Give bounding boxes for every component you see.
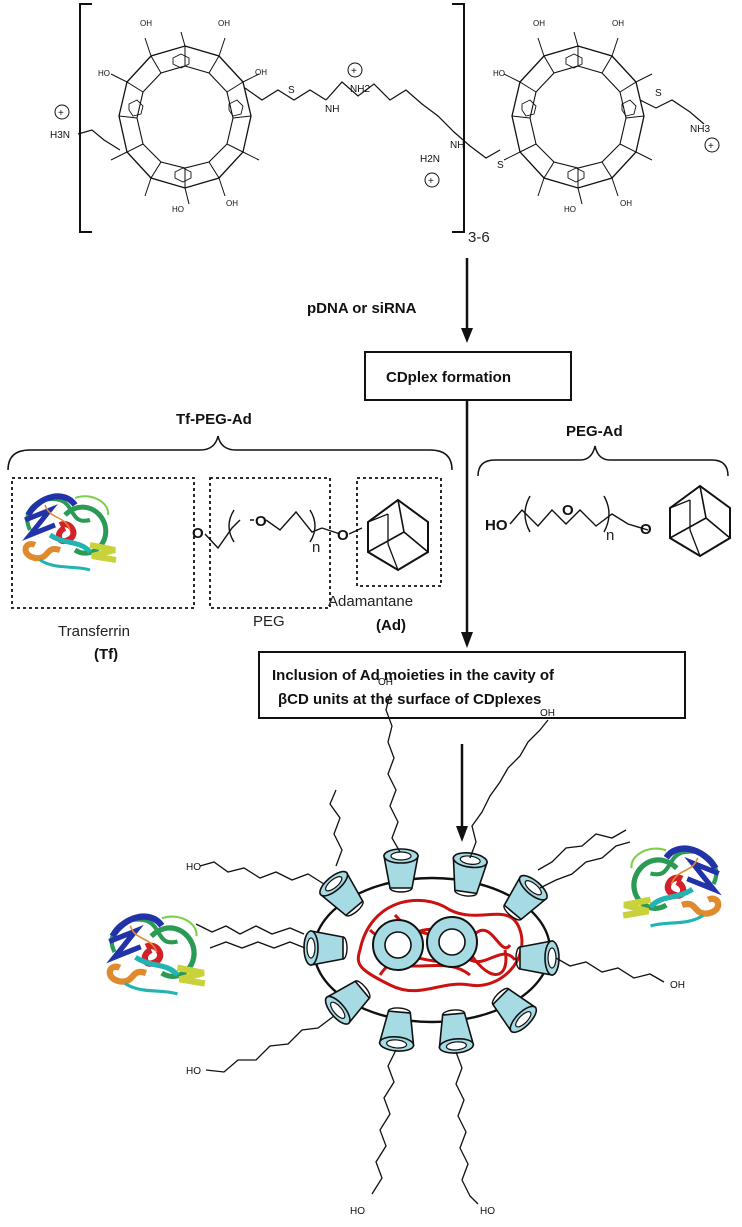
peg-link-right: [537, 829, 627, 871]
transferrin-box: [11, 477, 195, 609]
ho-end-label: HO: [186, 1066, 201, 1077]
transferrin-label: Transferrin: [58, 623, 130, 640]
tf-abbr-text: Tf: [99, 646, 114, 663]
o-atom-tf-1: O: [192, 525, 204, 542]
brace-tf-peg-ad: [7, 435, 453, 471]
cd-cone: [515, 940, 560, 976]
charge-icon-3: [54, 104, 70, 120]
peg-ad-title: PEG-Ad: [566, 423, 623, 440]
cd-cone: [435, 1007, 475, 1056]
repeat-count: 3-6: [468, 229, 490, 246]
transferrin-protein-right: [623, 849, 719, 926]
h2n-atom: H2N: [420, 154, 440, 165]
o-atom-tf-3: O: [337, 527, 349, 544]
oh-end-label: OH: [540, 708, 555, 719]
oh-label: OH: [255, 68, 267, 77]
o-atom-right-1: O: [562, 502, 574, 519]
n-subscript-tf: n: [312, 539, 320, 556]
oh-label: OH: [140, 19, 152, 28]
charge-plus-3: +: [58, 108, 64, 119]
h3n-atom: H3N: [50, 130, 70, 141]
ad-abbr: (Ad): [376, 617, 406, 634]
transferrin-protein-left: [109, 917, 205, 994]
inclusion-line-2: βCD units at the surface of CDplexes: [278, 691, 541, 708]
cd-cone: [378, 1005, 418, 1054]
arrow-3: [456, 744, 468, 842]
tf-peg-ad-title: Tf-PEG-Ad: [176, 411, 252, 428]
oh-end-label: OH: [378, 677, 393, 688]
peg-chain-tf: [204, 509, 363, 550]
arrow-1: [461, 258, 473, 343]
bracket-left: [79, 3, 92, 233]
cd-cone: [383, 848, 419, 893]
peg-box: [209, 477, 331, 609]
linker-chain: [244, 81, 501, 159]
oh-label: OH: [620, 199, 632, 208]
peg-chain-right: [509, 495, 649, 533]
nh-atom-2: NH: [450, 140, 464, 151]
ad-abbr-open: (: [376, 617, 381, 634]
ad-abbr-text: Ad: [381, 617, 401, 634]
cd-cone: [496, 870, 552, 928]
inclusion-box: [258, 651, 686, 719]
cd-cone: [303, 930, 348, 966]
peg-link-left: [195, 923, 305, 935]
nh3-atom: NH3: [690, 124, 710, 135]
cdplex-formation-label: CDplex formation: [386, 369, 511, 386]
nh-atom-1: NH: [325, 104, 339, 115]
peg-chains: [199, 693, 665, 1205]
nh2-atom: NH2: [350, 84, 370, 95]
ho-label: HO: [564, 205, 576, 214]
tf-abbr: (Tf): [94, 646, 118, 663]
o-atom-right-2: O: [640, 521, 652, 538]
adamantane-label: Adamantane: [328, 593, 413, 610]
ho-end-label: HO: [350, 1206, 365, 1217]
oh-label: OH: [533, 19, 545, 28]
adamantane-cage-right: [669, 485, 731, 557]
tf-abbr-close: ): [113, 646, 118, 663]
nanoparticle: OH OH OH HO HO HO HO: [109, 677, 719, 1217]
oh-end-label: OH: [670, 980, 685, 991]
ho-end-label: HO: [186, 862, 201, 873]
brace-peg-ad: [477, 445, 729, 477]
cd-cone: [315, 866, 371, 924]
ho-label: HO: [98, 69, 110, 78]
cd-cone: [447, 850, 489, 899]
peg-label: PEG: [253, 613, 285, 630]
tf-abbr-open: (: [94, 646, 99, 663]
cd-cone: [485, 981, 542, 1038]
s-atom-3: S: [655, 88, 662, 99]
bracket-right: [452, 3, 465, 233]
transferrin-protein: [25, 496, 116, 570]
n-subscript-right: n: [606, 527, 614, 544]
oh-label: OH: [612, 19, 624, 28]
ad-abbr-close: ): [401, 617, 406, 634]
right-amine-arm: [639, 99, 705, 125]
s-atom-1: S: [288, 85, 295, 96]
oh-label: OH: [218, 19, 230, 28]
polycation-structure: 3-6 S NH NH2 + NH H2N + S H3N + S NH3 + …: [50, 3, 720, 246]
inclusion-line-1: Inclusion of Ad moieties in the cavity o…: [272, 667, 555, 684]
cd-ring-right: [503, 31, 653, 205]
charge-plus-4: +: [708, 141, 714, 152]
ho-end-label: HO: [480, 1206, 495, 1217]
adamantane-cage: [367, 499, 429, 571]
charge-icon-4: [704, 137, 720, 153]
s-atom-2: S: [497, 160, 504, 171]
left-amine-arm: [77, 129, 121, 151]
arrow-2: [461, 400, 473, 648]
charge-icon-2: [424, 172, 440, 188]
o-atom-tf-2: O: [255, 513, 267, 530]
ho-label: HO: [172, 205, 184, 214]
arrow1-label: pDNA or siRNA: [307, 300, 417, 317]
adamantane-box: [356, 477, 442, 587]
ho-label: HO: [493, 69, 505, 78]
charge-plus-2: +: [428, 176, 434, 187]
charge-plus-1: +: [351, 66, 357, 77]
ho-atom-peg-ad: HO: [485, 517, 508, 534]
oh-label: OH: [226, 199, 238, 208]
cd-ring-left: [110, 31, 260, 205]
charge-icon-1: [347, 62, 363, 78]
